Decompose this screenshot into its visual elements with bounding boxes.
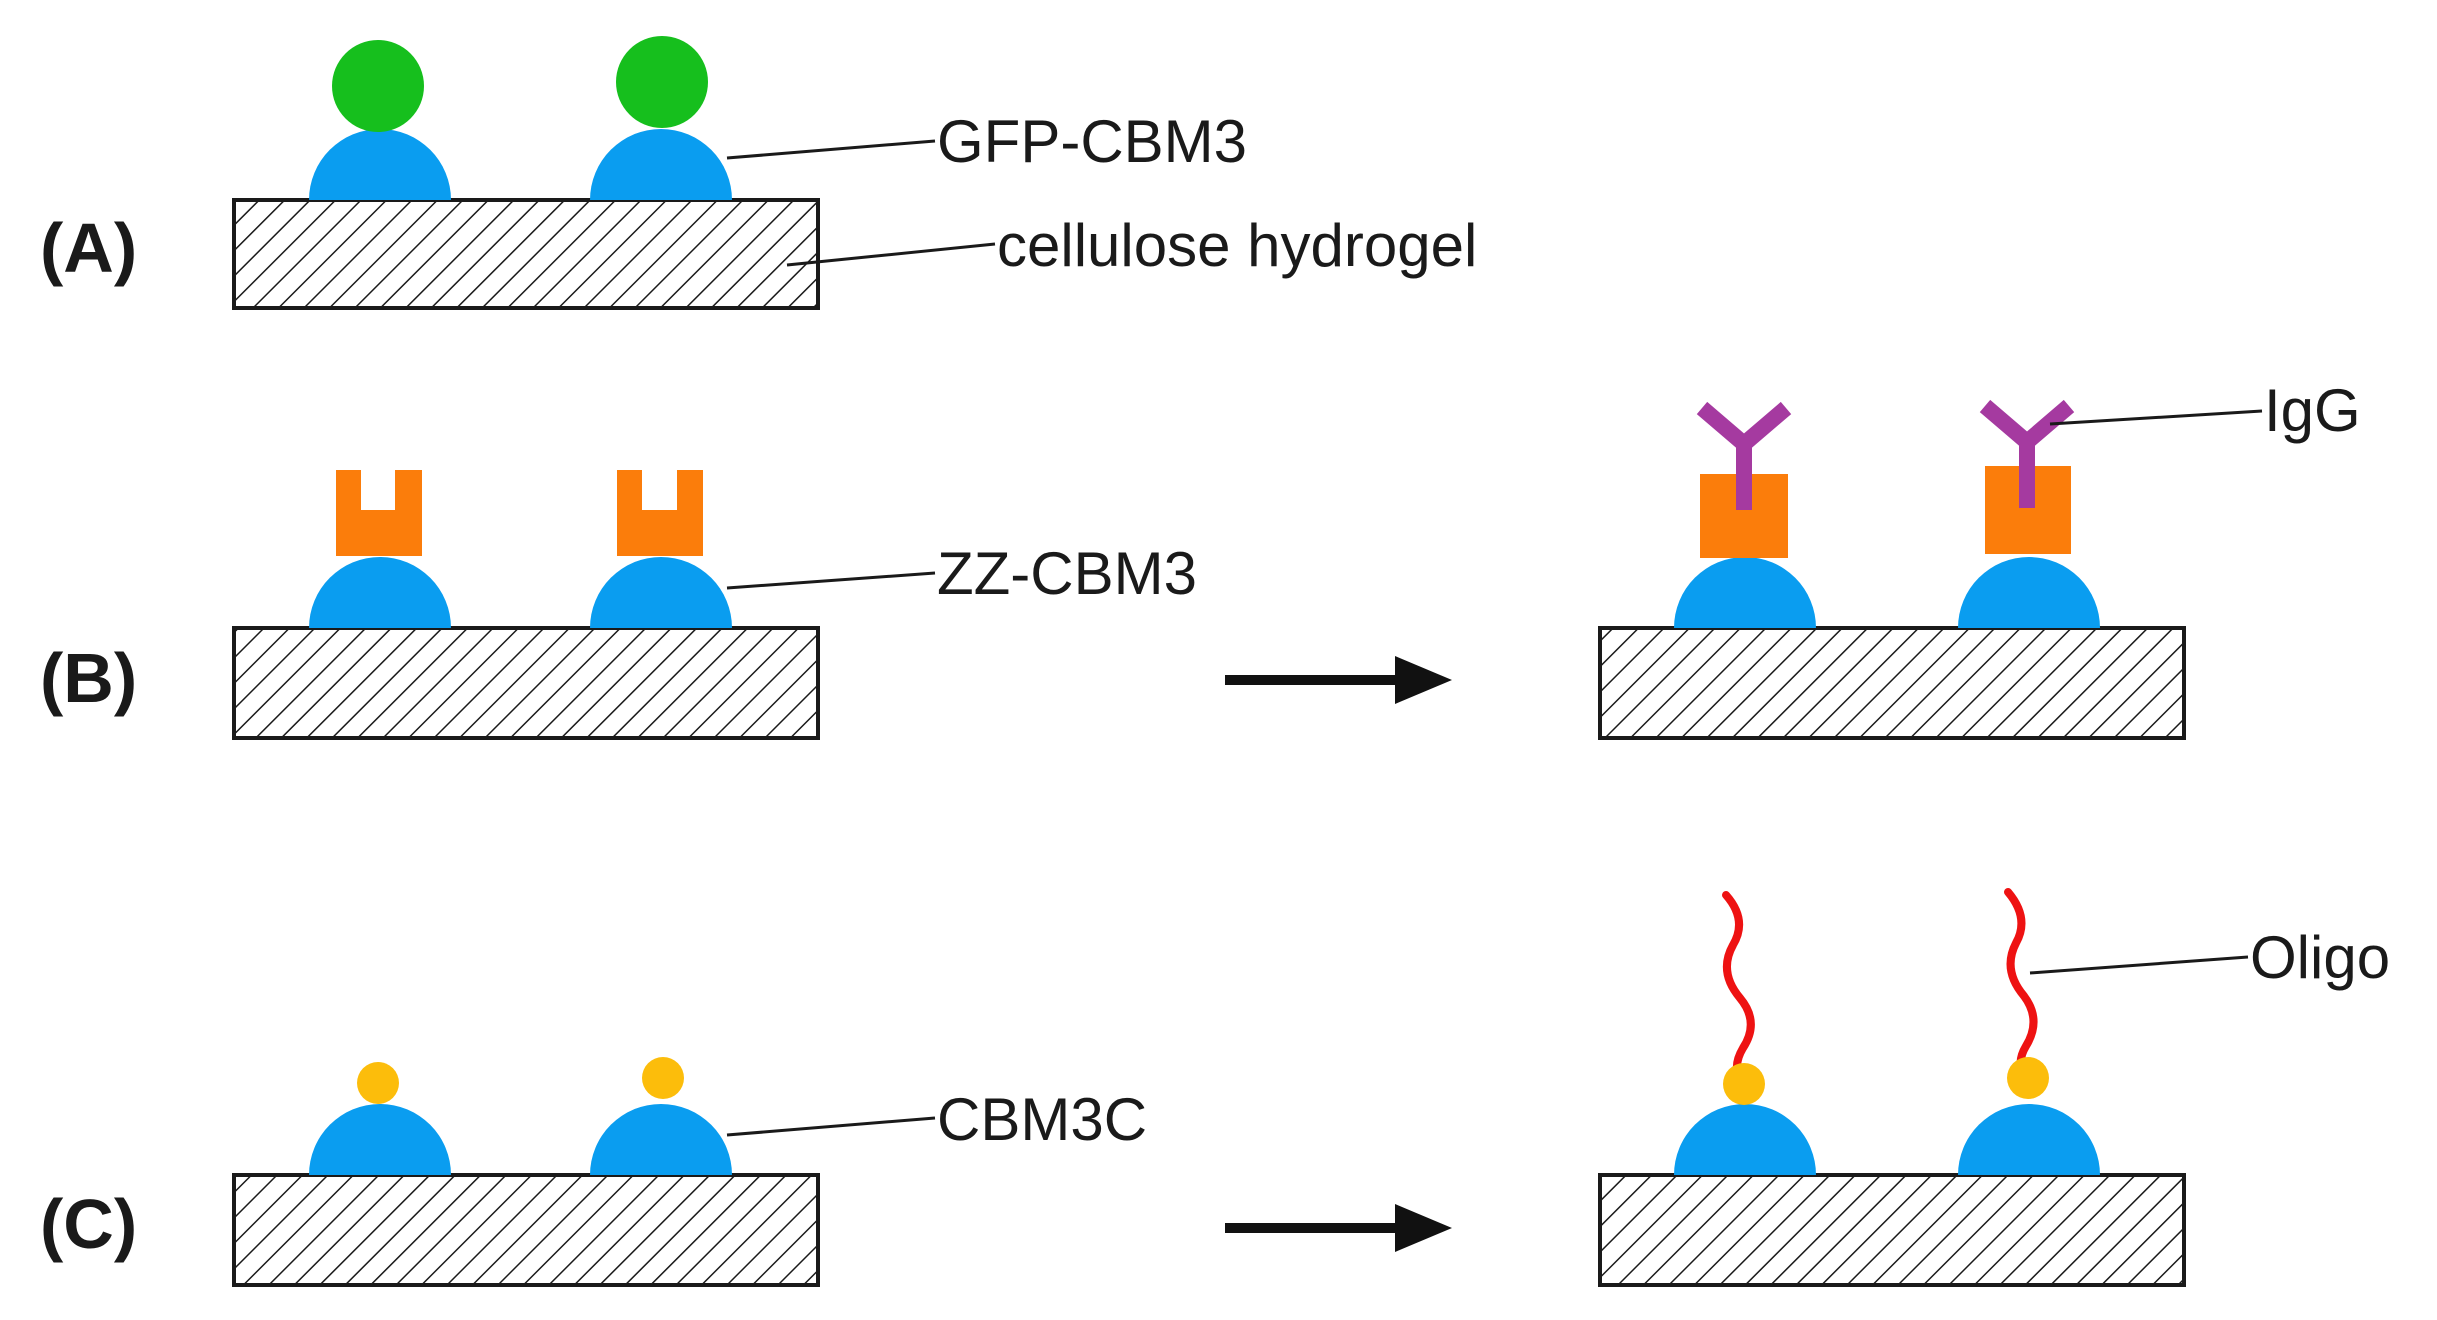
oligo-strand-c3 [1722, 891, 1755, 1088]
leader-cellulose-hydrogel [786, 242, 996, 267]
leader-gfp-cbm3 [726, 139, 936, 160]
cbm3c-ligand-c3 [1723, 1063, 1765, 1105]
panel-label-b: (B) [40, 639, 137, 717]
label-cbm3c: CBM3C [937, 1086, 1147, 1153]
cbm3c-ligand-c4 [2007, 1057, 2049, 1099]
gfp-sphere-a1 [332, 40, 424, 132]
cellulose-hydrogel-slab-a [232, 198, 820, 310]
zz-domain-cup-b1 [336, 470, 422, 556]
cbm3-dome-a1 [309, 129, 451, 200]
label-igg: IgG [2264, 377, 2361, 444]
cbm3-dome-c3 [1674, 1104, 1816, 1175]
leader-cbm3c [726, 1116, 936, 1137]
cbm3-dome-c4 [1958, 1104, 2100, 1175]
leader-igg [2049, 409, 2263, 426]
leader-zz-cbm3 [726, 571, 936, 590]
cellulose-hydrogel-slab-c-right [1598, 1173, 2186, 1287]
cellulose-hydrogel-slab-b-left [232, 626, 820, 740]
cbm3-dome-b4 [1958, 557, 2100, 628]
leader-oligo [2029, 955, 2249, 975]
cellulose-hydrogel-slab-b-right [1598, 626, 2186, 740]
cbm3-dome-b1 [309, 557, 451, 628]
label-cellulose-hydrogel: cellulose hydrogel [997, 212, 1477, 279]
cbm3-dome-c2 [590, 1104, 732, 1175]
cbm3-dome-c1 [309, 1104, 451, 1175]
cbm3c-ligand-c1 [357, 1062, 399, 1104]
panel-label-c: (C) [40, 1185, 137, 1263]
label-zz-cbm3: ZZ-CBM3 [937, 540, 1197, 607]
panel-c: (C) CBM3C Oligo [40, 888, 2390, 1287]
cbm3c-ligand-c2 [642, 1057, 684, 1099]
cbm3-dome-a2 [590, 129, 732, 200]
zz-domain-cup-b2 [617, 470, 703, 556]
cbm3-dome-b2 [590, 557, 732, 628]
cellulose-hydrogel-slab-c-left [232, 1173, 820, 1287]
igg-antibody-b4 [1979, 399, 2075, 508]
panel-a: (A) GFP-CBM3 cellulose hydrogel [40, 36, 1477, 310]
label-gfp-cbm3: GFP-CBM3 [937, 108, 1247, 175]
oligo-strand-c4 [2004, 888, 2038, 1084]
arrow-c-head [1395, 1204, 1452, 1252]
igg-antibody-b3 [1696, 401, 1792, 510]
gfp-sphere-a2 [616, 36, 708, 128]
cbm3-dome-b3 [1674, 557, 1816, 628]
arrow-b-head [1395, 656, 1452, 704]
label-oligo: Oligo [2250, 924, 2390, 991]
panel-b: (B) ZZ-CBM3 IgG [40, 377, 2361, 740]
panel-label-a: (A) [40, 209, 137, 287]
